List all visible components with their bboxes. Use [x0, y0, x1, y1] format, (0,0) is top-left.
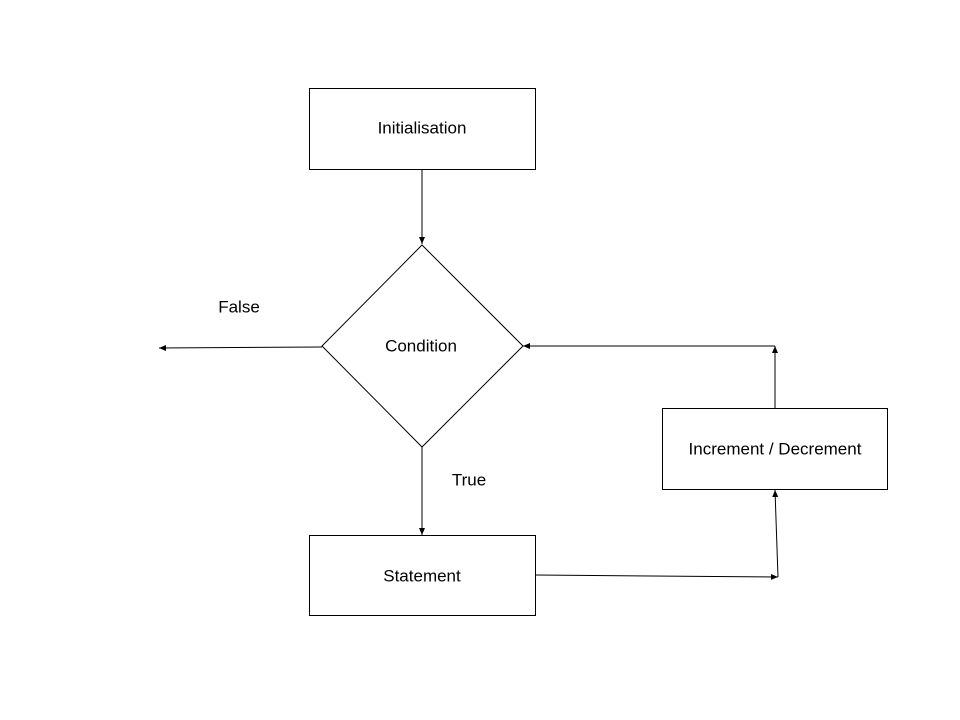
- edge-condition-false-exit: [158, 344, 323, 351]
- edge-statement-to-corner: [535, 573, 779, 580]
- statement-label: Statement: [383, 566, 461, 585]
- node-initialisation: Initialisation: [309, 88, 536, 170]
- edge-corner-to-increment: [772, 489, 779, 578]
- increment-label: Increment / Decrement: [689, 439, 862, 458]
- node-statement: Statement: [309, 535, 536, 616]
- node-increment: Increment / Decrement: [662, 408, 888, 490]
- condition-label: Condition: [385, 336, 457, 355]
- increment-box: [662, 408, 888, 490]
- true-edge-label: True: [452, 470, 486, 489]
- false-edge-label: False: [218, 297, 260, 316]
- node-condition: Condition: [321, 244, 524, 448]
- initialisation-label: Initialisation: [378, 118, 467, 137]
- initialisation-box: [309, 88, 536, 170]
- statement-box: [309, 535, 536, 616]
- condition-diamond: [321, 244, 524, 448]
